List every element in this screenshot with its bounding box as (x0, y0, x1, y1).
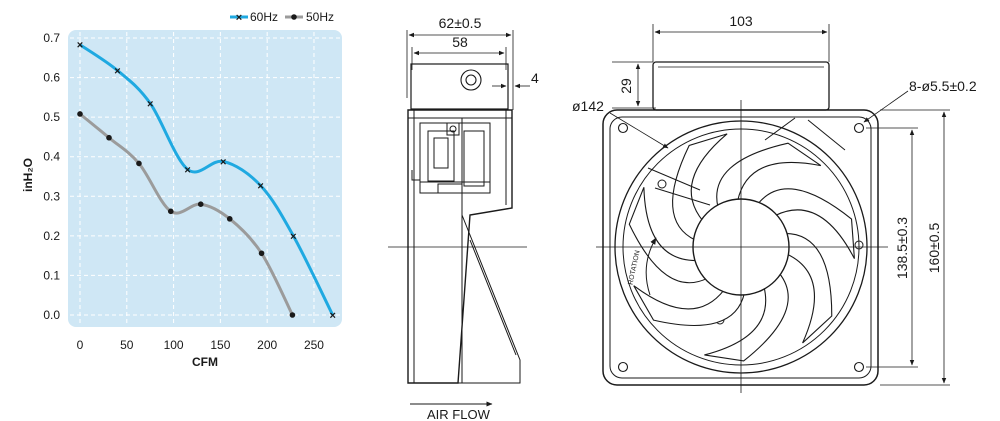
impeller-blade (672, 133, 728, 241)
data-point-50hz (289, 312, 296, 318)
hole-pitch-dimension-label: 138.5±0.3 (894, 217, 910, 279)
series-line-60hz (79, 43, 335, 316)
side-terminal-box (410, 63, 509, 110)
y-tick-label: 0.4 (43, 150, 60, 164)
impeller-blade (784, 232, 833, 344)
performance-chart: 0.0 0.1 0.2 0.3 0.4 0.5 0.6 0.7 0 50 100 150 200 250… (21, 10, 342, 369)
data-point-60hz: × (329, 310, 335, 322)
side-body-outline (407, 109, 513, 384)
y-tick-label: 0.3 (43, 189, 60, 203)
x-tick-label: 50 (120, 338, 134, 352)
y-tick-label: 0.6 (43, 71, 60, 85)
fan-frame-outer (602, 109, 879, 386)
chart-grid (70, 32, 340, 325)
x-tick-label: 200 (257, 338, 277, 352)
box-height-dimension-label: 29 (618, 78, 634, 94)
data-point-50hz (167, 208, 174, 215)
data-point-60hz: × (220, 156, 226, 168)
box-width-dimension-label: 103 (729, 13, 753, 29)
chart-x-axis-label: CFM (192, 355, 218, 369)
diameter-leader (609, 112, 669, 149)
chart-x-ticks: 0 50 100 150 200 250 (77, 338, 325, 352)
data-point-60hz: × (147, 98, 153, 110)
data-point-50hz (226, 216, 233, 222)
y-tick-label: 0.7 (43, 31, 60, 45)
impeller-blade (633, 285, 746, 327)
rotation-arrow (645, 237, 657, 296)
data-point-50hz (136, 160, 142, 167)
y-tick-label: 0.1 (43, 268, 60, 282)
front-view-drawing: 103 29 ROTATION ø142 (572, 13, 977, 393)
mounting-hole-bottom-left (617, 361, 629, 373)
data-point-50hz (106, 134, 112, 141)
y-tick-label: 0.0 (43, 308, 60, 322)
mounting-hole-bottom-right (853, 361, 865, 373)
chart-y-ticks: 0.0 0.1 0.2 0.3 0.4 0.5 0.6 0.7 (43, 31, 60, 322)
chart-series: × × × × × × × × (77, 40, 336, 322)
impeller-blade (756, 188, 855, 259)
mounting-hole-mid-left-upper (657, 179, 667, 189)
holes-leader (863, 90, 909, 123)
y-tick-label: 0.2 (43, 229, 60, 243)
body-dimension-label: 58 (452, 34, 468, 50)
chart-y-axis-label: inH₂O (21, 158, 35, 192)
holes-label: 8-ø5.5±0.2 (909, 78, 977, 94)
frame-rib (807, 119, 846, 151)
data-point-50hz (258, 250, 265, 257)
impeller-blade (716, 142, 822, 208)
frame-rib (764, 117, 796, 141)
side-cable-gland-inner (465, 74, 477, 86)
frame-dimension-label: 160±0.5 (926, 223, 942, 274)
legend-50hz-label: 50Hz (306, 10, 334, 24)
offset-dimension-label: 4 (531, 70, 539, 86)
data-point-60hz: × (257, 181, 263, 193)
legend-50hz-marker-icon (291, 14, 297, 20)
legend-60hz-label: 60Hz (250, 10, 278, 24)
data-point-60hz: × (184, 164, 190, 176)
impeller-blades (628, 117, 855, 362)
y-tick-label: 0.5 (43, 110, 60, 124)
legend-60hz-marker-icon: × (236, 12, 242, 24)
fan-frame-inner (609, 116, 872, 379)
x-tick-label: 100 (164, 338, 184, 352)
data-point-50hz (77, 111, 83, 117)
rotation-label: ROTATION (627, 250, 641, 286)
impeller-blade (628, 187, 709, 284)
data-point-60hz: × (77, 40, 83, 52)
airflow-label: AIR FLOW (427, 407, 491, 421)
chart-plot-area (68, 30, 342, 327)
data-point-50hz (197, 201, 204, 207)
mounting-hole-top-left (617, 122, 629, 134)
depth-dimension-label: 62±0.5 (439, 15, 482, 31)
impeller-blade (704, 272, 789, 362)
side-cable-gland-outer (460, 69, 482, 91)
frame-rib (654, 187, 711, 206)
frame-rib (647, 167, 701, 191)
chart-legend: × 60Hz 50Hz (230, 10, 334, 24)
mounting-hole-top-right (853, 122, 865, 134)
x-tick-label: 0 (77, 338, 84, 352)
data-point-60hz: × (114, 65, 120, 77)
x-tick-label: 150 (210, 338, 230, 352)
x-tick-label: 250 (304, 338, 324, 352)
diameter-label: ø142 (572, 98, 604, 114)
side-view-drawing: 62±0.5 58 4 AIR FL (388, 15, 539, 421)
data-point-60hz: × (290, 231, 296, 243)
